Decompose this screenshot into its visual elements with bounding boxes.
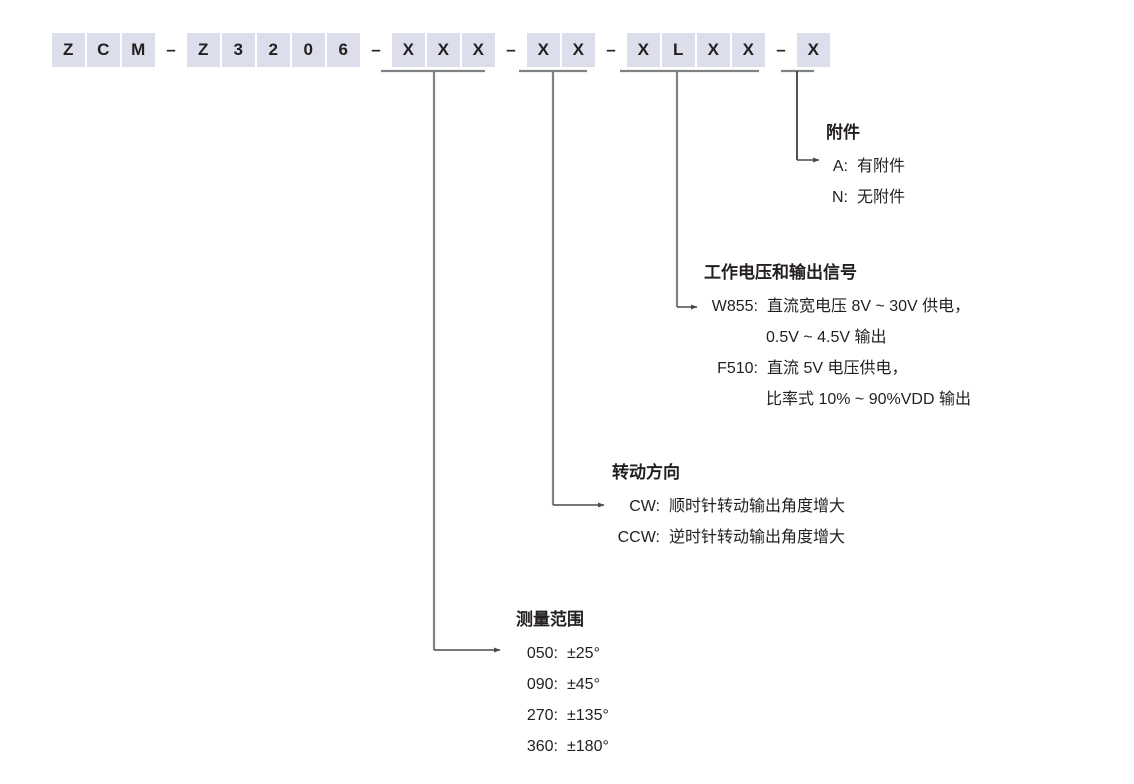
annotation-title: 附件 [826, 123, 860, 142]
code-cell: 6 [327, 33, 360, 67]
code-cell: C [87, 33, 120, 67]
annotation-title: 转动方向 [612, 463, 680, 482]
code-cell: X [697, 33, 730, 67]
code-cell: X [732, 33, 765, 67]
code-group-model: Z 3 2 0 6 [187, 33, 360, 67]
option-value: ±25° [567, 645, 600, 662]
annotation-accessory: 附件 A: 有附件 N: 无附件 [826, 118, 905, 213]
option-key: CCW: [617, 529, 660, 546]
option-value: ±180° [567, 738, 609, 755]
code-cell: X [527, 33, 560, 67]
code-separator: – [606, 40, 616, 59]
option-value: 无附件 [857, 189, 906, 206]
code-cell: X [797, 33, 830, 67]
option-key: 360: [526, 738, 558, 755]
option-key: A: [832, 158, 848, 175]
option-value: 直流宽电压 8V ~ 30V 供电， [767, 298, 971, 315]
code-cell: L [662, 33, 695, 67]
option-value: 直流 5V 电压供电， [767, 360, 908, 377]
annotation-title: 测量范围 [516, 610, 584, 629]
option-value: 顺时针转动输出角度增大 [669, 498, 846, 515]
option-key: 270: [526, 707, 558, 724]
code-separator: – [776, 40, 786, 59]
option-key: 050: [526, 645, 558, 662]
option-continuation: 比率式 10% ~ 90%VDD 输出 [766, 391, 971, 408]
part-number-code-row: Z C M – Z 3 2 0 6 – X X X – X X – X L X … [52, 33, 830, 67]
option-row: N: 无附件 [826, 182, 905, 213]
option-value: 逆时针转动输出角度增大 [669, 529, 846, 546]
code-group-rotation-direction: X X [527, 33, 595, 67]
option-row: F510: 直流 5V 电压供电， [704, 353, 971, 384]
annotation-title: 工作电压和输出信号 [704, 263, 857, 282]
option-key: F510: [717, 360, 758, 377]
code-cell: X [562, 33, 595, 67]
code-cell: 3 [222, 33, 255, 67]
option-key: N: [832, 189, 848, 206]
option-row: 360: ±180° [516, 731, 609, 762]
code-cell: X [427, 33, 460, 67]
option-value: 有附件 [857, 158, 906, 175]
option-row: 270: ±135° [516, 700, 609, 731]
code-cell: X [627, 33, 660, 67]
code-separator: – [166, 40, 176, 59]
option-row: A: 有附件 [826, 151, 905, 182]
option-row: W855: 直流宽电压 8V ~ 30V 供电， [704, 291, 971, 322]
option-value: ±45° [567, 676, 600, 693]
code-cell: X [462, 33, 495, 67]
code-group-measuring-range: X X X [392, 33, 495, 67]
code-group-series: Z C M [52, 33, 155, 67]
code-cell: 2 [257, 33, 290, 67]
code-separator: – [506, 40, 516, 59]
option-row: 050: ±25° [516, 638, 609, 669]
code-cell: M [122, 33, 155, 67]
option-row: CW: 顺时针转动输出角度增大 [612, 491, 845, 522]
code-group-voltage-signal: X L X X [627, 33, 765, 67]
option-continuation: 0.5V ~ 4.5V 输出 [766, 329, 887, 346]
annotation-voltage-signal: 工作电压和输出信号 W855: 直流宽电压 8V ~ 30V 供电， 0.5V … [704, 258, 971, 415]
option-key: 090: [526, 676, 558, 693]
code-group-accessory: X [797, 33, 830, 67]
option-key: CW: [629, 498, 660, 515]
code-cell: Z [52, 33, 85, 67]
code-cell: Z [187, 33, 220, 67]
leader-rotation-direction [519, 69, 605, 508]
option-row: CCW: 逆时针转动输出角度增大 [612, 522, 845, 553]
code-cell: 0 [292, 33, 325, 67]
code-cell: X [392, 33, 425, 67]
annotation-rotation-direction: 转动方向 CW: 顺时针转动输出角度增大 CCW: 逆时针转动输出角度增大 [612, 458, 845, 553]
option-key: W855: [711, 298, 758, 315]
annotation-measuring-range: 测量范围 050: ±25° 090: ±45° 270: ±135° 360:… [516, 605, 609, 762]
leader-accessory [781, 69, 820, 163]
option-row: 090: ±45° [516, 669, 609, 700]
leader-measuring-range [381, 69, 501, 653]
option-value: ±135° [567, 707, 609, 724]
code-separator: – [371, 40, 381, 59]
